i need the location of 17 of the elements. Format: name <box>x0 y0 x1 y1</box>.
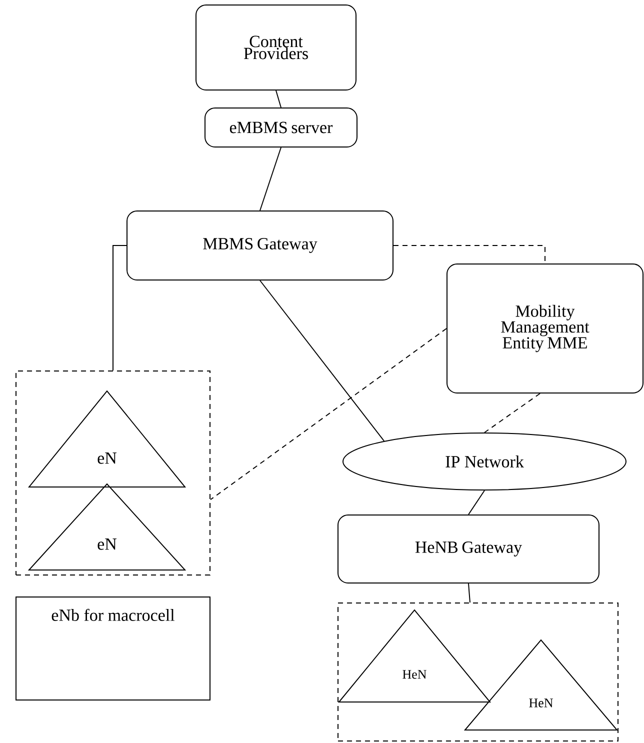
process-box: MBMS Gateway <box>126 210 394 280</box>
connector-line <box>276 90 282 108</box>
process-box: HeNB Gateway <box>338 514 600 584</box>
connector-line <box>260 280 385 442</box>
connector-line <box>210 328 447 500</box>
process-box: Content Providers <box>196 4 356 90</box>
connector-line <box>112 245 127 371</box>
dashed-group-box <box>338 602 618 742</box>
process-box: Mobility Management Entity MME <box>446 264 644 394</box>
process-box: eMBMS server <box>204 108 358 148</box>
text-box: eNb for macrocell <box>16 596 210 700</box>
dashed-group-box <box>16 370 210 576</box>
connector-line <box>260 147 282 211</box>
connector-line <box>468 490 485 515</box>
connector-line <box>468 583 470 603</box>
connector-line <box>393 245 546 264</box>
connector-line <box>484 393 540 433</box>
